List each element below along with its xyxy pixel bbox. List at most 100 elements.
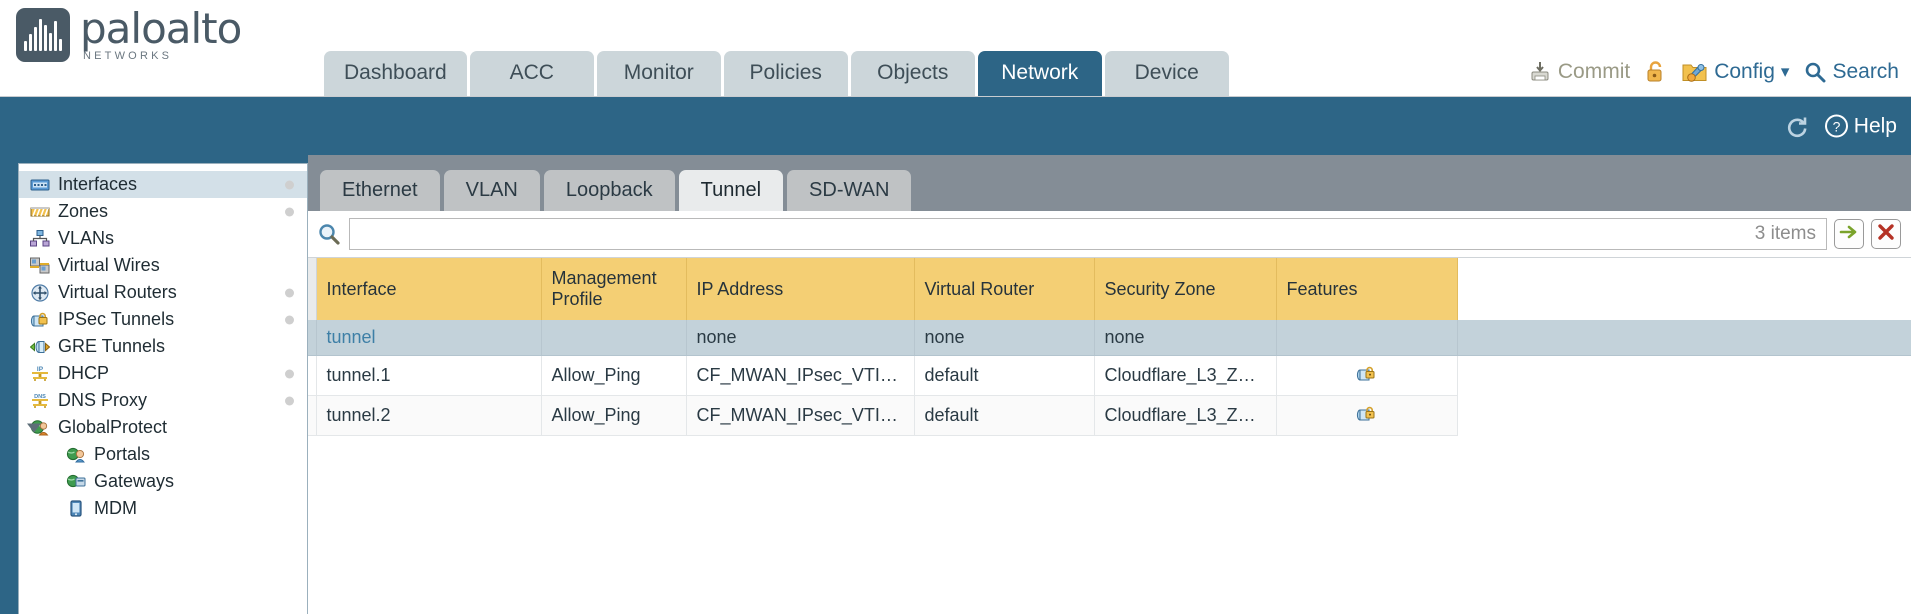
cell-ip-address: CF_MWAN_IPsec_VTI_01_… [686, 355, 915, 396]
search-input[interactable]: 3 items [349, 218, 1827, 250]
main-tab-network[interactable]: Network [977, 51, 1102, 96]
magnifier-icon[interactable] [316, 221, 342, 247]
vlans-icon [29, 229, 51, 249]
column-header-ip-address[interactable]: IP Address [686, 258, 915, 320]
cell-interface[interactable]: tunnel.1 [316, 355, 542, 396]
refresh-icon[interactable] [1784, 114, 1810, 138]
column-header-features[interactable]: Features [1276, 258, 1458, 320]
gre-tunnels-icon [29, 337, 51, 357]
sidebar-item-ipsec-tunnels[interactable]: IPSec Tunnels [19, 306, 307, 333]
main-tab-device[interactable]: Device [1104, 51, 1229, 96]
tab-tunnel[interactable]: Tunnel [678, 170, 784, 211]
main-tab-monitor[interactable]: Monitor [596, 51, 721, 96]
paloalto-logo-mark [16, 8, 70, 62]
lock-open-icon [1645, 60, 1667, 84]
cell-management-profile: Allow_Ping [541, 395, 687, 436]
sidebar-item-dhcp[interactable]: IP DHCP [19, 360, 307, 387]
status-dot [285, 396, 294, 405]
expand-triangle-icon[interactable] [27, 423, 41, 432]
cell-security-zone: none [1094, 320, 1277, 356]
zones-icon [29, 202, 51, 222]
main-tab-acc[interactable]: ACC [469, 51, 594, 96]
sidebar-item-dns-proxy[interactable]: DNS DNS Proxy [19, 387, 307, 414]
tab-sd-wan[interactable]: SD-WAN [787, 170, 912, 211]
brand-tagline: NETWORKS [83, 49, 173, 62]
cell-security-zone: Cloudflare_L3_Zone [1094, 355, 1277, 396]
item-count: 3 items [1754, 223, 1816, 244]
sidebar-item-portals[interactable]: Portals [19, 441, 307, 468]
sidebar-item-label: GRE Tunnels [58, 336, 166, 356]
tunnel-lock-icon [1356, 363, 1378, 388]
row-select-column-header [308, 258, 317, 320]
commit-button[interactable]: Commit [1528, 60, 1630, 84]
column-header-interface[interactable]: Interface [316, 258, 542, 320]
status-dot [285, 288, 294, 297]
sidebar-item-mdm[interactable]: MDM [19, 495, 307, 522]
clear-x-icon [1877, 223, 1895, 246]
main-tab-dashboard[interactable]: Dashboard [324, 51, 467, 96]
sidebar-item-label: DHCP [58, 363, 110, 383]
sidebar-item-label: Gateways [94, 471, 175, 491]
config-icon [1682, 60, 1708, 84]
column-header-management-profile[interactable]: Management Profile [541, 258, 687, 320]
help-button[interactable]: ? Help [1824, 114, 1897, 139]
sidebar-item-label: MDM [94, 498, 137, 518]
main-tab-policies[interactable]: Policies [723, 51, 848, 96]
dns-proxy-icon: DNS [29, 391, 51, 411]
sidebar-item-label: Virtual Wires [58, 255, 160, 275]
sidebar-item-globalprotect[interactable]: GlobalProtect [19, 414, 307, 441]
interfaces-icon [29, 175, 51, 195]
row-select-cell[interactable] [308, 320, 317, 356]
portals-icon [65, 445, 87, 465]
main-tab-objects[interactable]: Objects [850, 51, 975, 96]
filter-row: 3 items [308, 211, 1911, 257]
sidebar-item-label: VLANs [58, 228, 115, 248]
sidebar-item-interfaces[interactable]: Interfaces [19, 171, 307, 198]
cell-interface[interactable]: tunnel.2 [316, 395, 542, 436]
help-label: Help [1853, 114, 1897, 137]
sidebar-item-label: GlobalProtect [58, 417, 168, 437]
cell-virtual-router: default [914, 355, 1095, 396]
search-button[interactable]: Search [1804, 60, 1899, 84]
config-label: Config [1714, 60, 1775, 83]
sidebar-item-vlans[interactable]: VLANs [19, 225, 307, 252]
band-tools: ? Help [1784, 114, 1897, 139]
tab-loopback[interactable]: Loopback [543, 170, 675, 211]
cell-virtual-router: none [914, 320, 1095, 356]
config-menu[interactable]: Config ▾ [1682, 60, 1789, 84]
cell-management-profile: Allow_Ping [541, 355, 687, 396]
column-header-security-zone[interactable]: Security Zone [1094, 258, 1277, 320]
apply-filter-button[interactable] [1834, 219, 1864, 249]
sidebar-item-virtual-wires[interactable]: Virtual Wires [19, 252, 307, 279]
svg-text:IP: IP [37, 366, 44, 373]
cell-virtual-router: default [914, 395, 1095, 436]
lock-button[interactable] [1645, 60, 1667, 84]
ipsec-tunnels-icon [29, 310, 51, 330]
tab-vlan[interactable]: VLAN [443, 170, 540, 211]
cell-ip-address: CF_MWAN_IPsec_VTI_02_… [686, 395, 915, 436]
virtual-routers-icon [29, 283, 51, 303]
sidebar-item-gre-tunnels[interactable]: GRE Tunnels [19, 333, 307, 360]
row-select-cell[interactable] [308, 355, 317, 396]
sidebar-item-gateways[interactable]: Gateways [19, 468, 307, 495]
cell-interface[interactable]: tunnel [316, 320, 542, 356]
cell-security-zone: Cloudflare_L3_Zone [1094, 395, 1277, 436]
clear-filter-button[interactable] [1871, 219, 1901, 249]
tab-ethernet[interactable]: Ethernet [320, 170, 440, 211]
column-header-virtual-router[interactable]: Virtual Router [914, 258, 1095, 320]
interface-panel: 3 items [308, 211, 1911, 436]
search-label: Search [1832, 60, 1899, 83]
row-select-cell[interactable] [308, 395, 317, 436]
sidebar-item-zones[interactable]: Zones [19, 198, 307, 225]
sidebar-item-virtual-routers[interactable]: Virtual Routers [19, 279, 307, 306]
sidebar-item-label: DNS Proxy [58, 390, 148, 410]
help-icon: ? [1824, 114, 1849, 139]
cell-filler [1457, 355, 1911, 396]
cell-ip-address: none [686, 320, 915, 356]
